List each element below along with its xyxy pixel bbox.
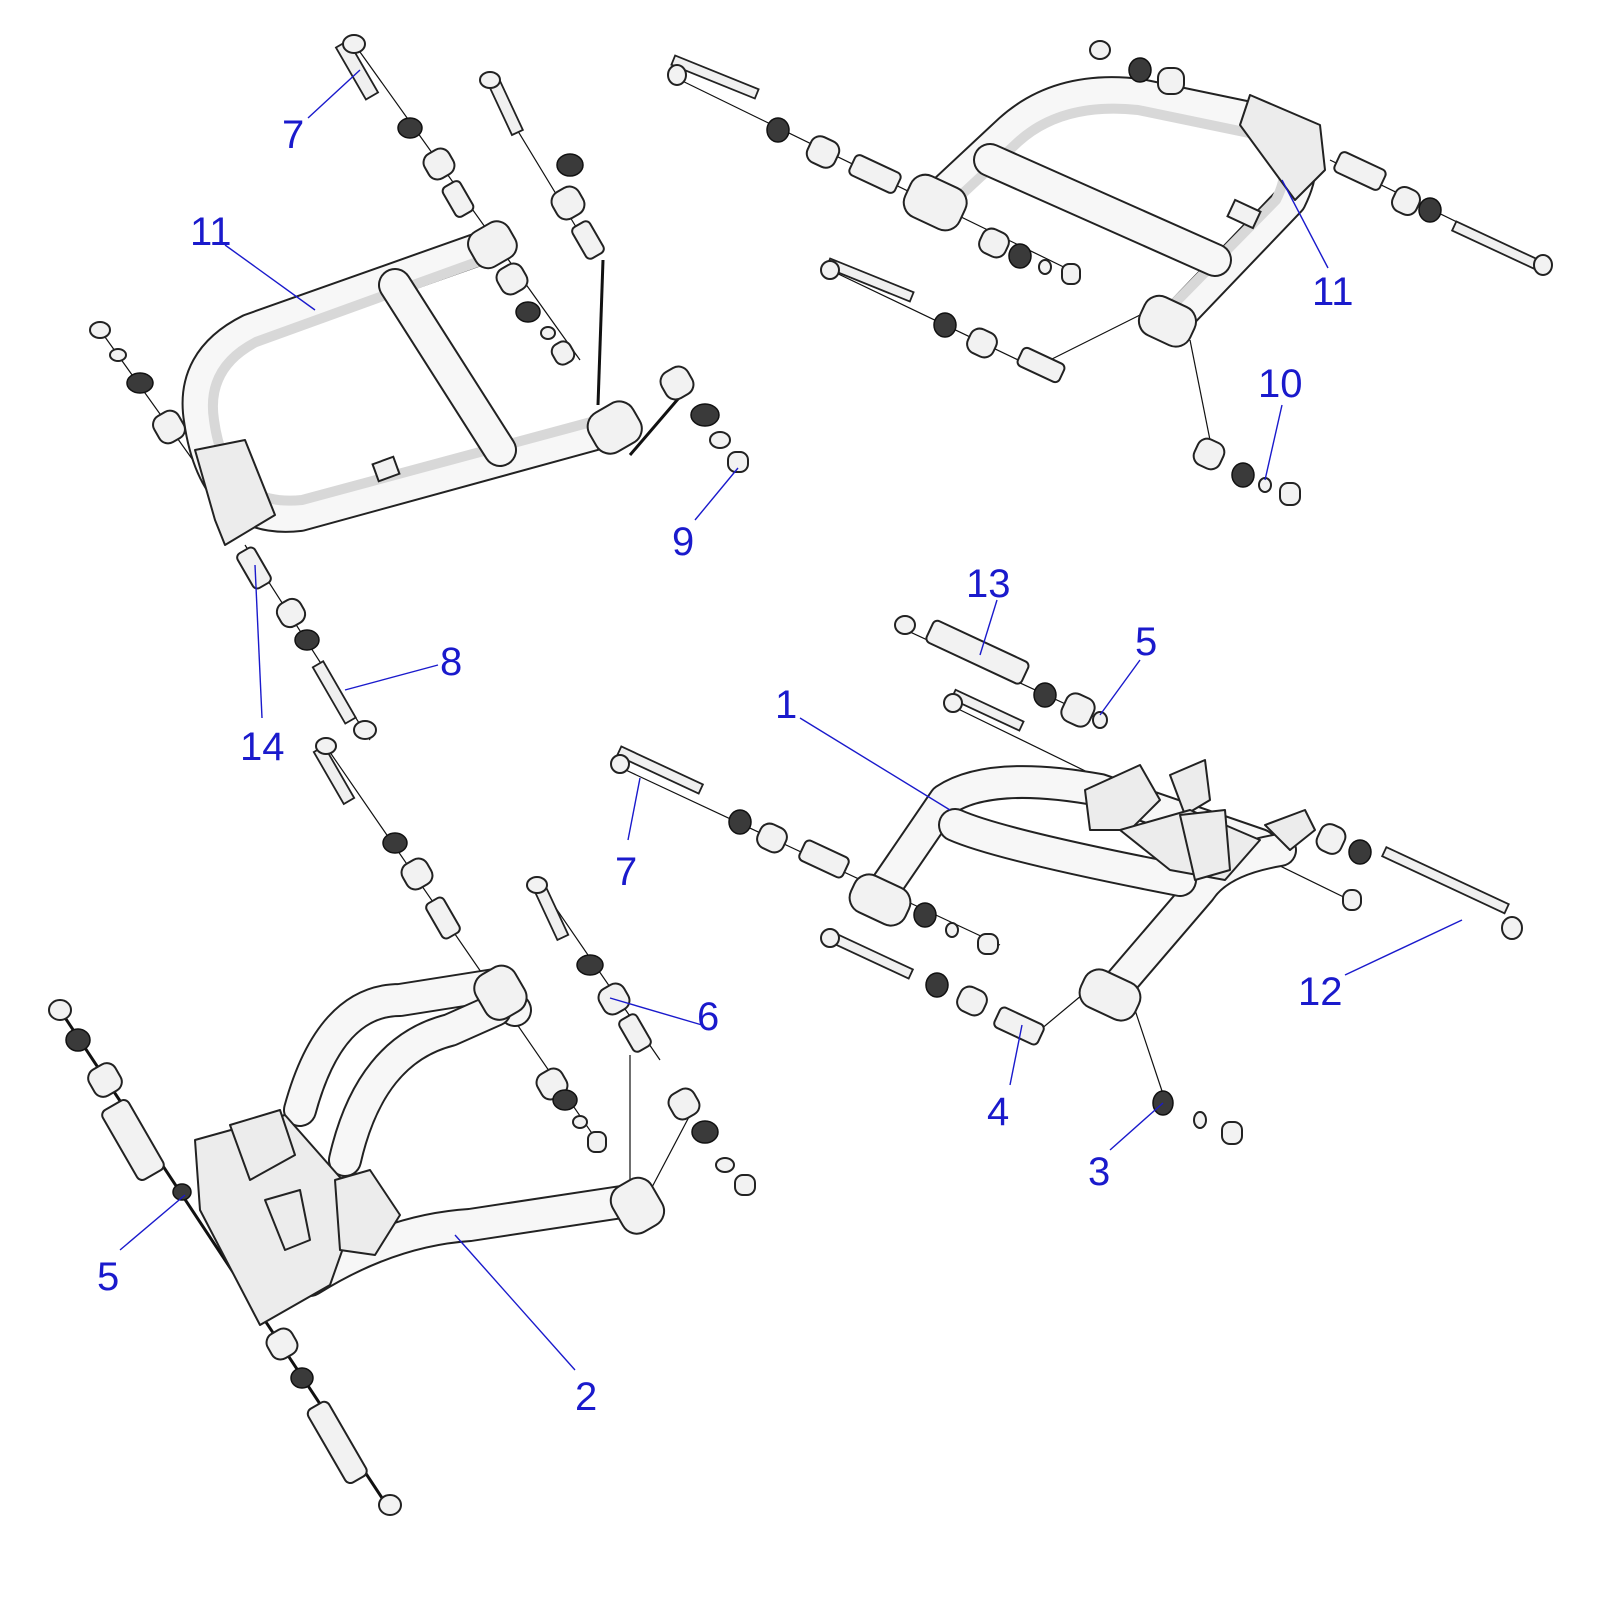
callout-14: 14	[240, 725, 285, 769]
callout-10: 10	[1258, 362, 1303, 406]
callout-labels: 7 11 9 8 14 11 10 13 5 1 7 12 4 3 6 5 2	[97, 113, 1354, 1419]
leader-9	[694, 467, 739, 521]
leader-13	[979, 599, 998, 656]
callout-1: 1	[775, 683, 797, 727]
callout-leaders	[119, 69, 1463, 1371]
callout-6: 6	[697, 995, 719, 1039]
lower-a-arm-left-assembly	[48, 737, 756, 1516]
leader-7b	[627, 777, 641, 841]
callout-8: 8	[440, 640, 462, 684]
callout-11-right: 11	[1312, 270, 1354, 314]
upper-a-arm-right-assembly	[667, 40, 1553, 506]
callout-5-left: 5	[97, 1255, 119, 1299]
leader-3	[1109, 1102, 1164, 1151]
lower-a-arm-right-assembly	[610, 615, 1523, 1145]
callout-5-right: 5	[1135, 620, 1157, 664]
leader-2	[454, 1234, 576, 1371]
callout-7-mid: 7	[615, 850, 637, 894]
callout-3: 3	[1088, 1150, 1110, 1194]
callout-13: 13	[966, 562, 1011, 606]
callout-11-left: 11	[190, 210, 232, 254]
leader-12	[1344, 919, 1463, 976]
leader-14	[254, 564, 263, 719]
callout-12: 12	[1298, 970, 1343, 1014]
leader-11a	[224, 244, 316, 311]
leader-7a	[307, 69, 361, 119]
leader-11b	[1281, 179, 1329, 269]
leader-6	[609, 997, 703, 1026]
leader-1	[799, 717, 951, 811]
callout-7-top: 7	[282, 113, 304, 157]
callout-4: 4	[987, 1090, 1009, 1134]
leader-4	[1009, 1024, 1023, 1086]
leader-5a	[1099, 659, 1141, 716]
leader-8	[344, 664, 439, 691]
callout-9: 9	[672, 520, 694, 564]
leader-5b	[119, 1194, 186, 1251]
leader-10	[1264, 404, 1283, 481]
upper-a-arm-left-assembly	[89, 34, 749, 741]
callout-2: 2	[575, 1375, 597, 1419]
